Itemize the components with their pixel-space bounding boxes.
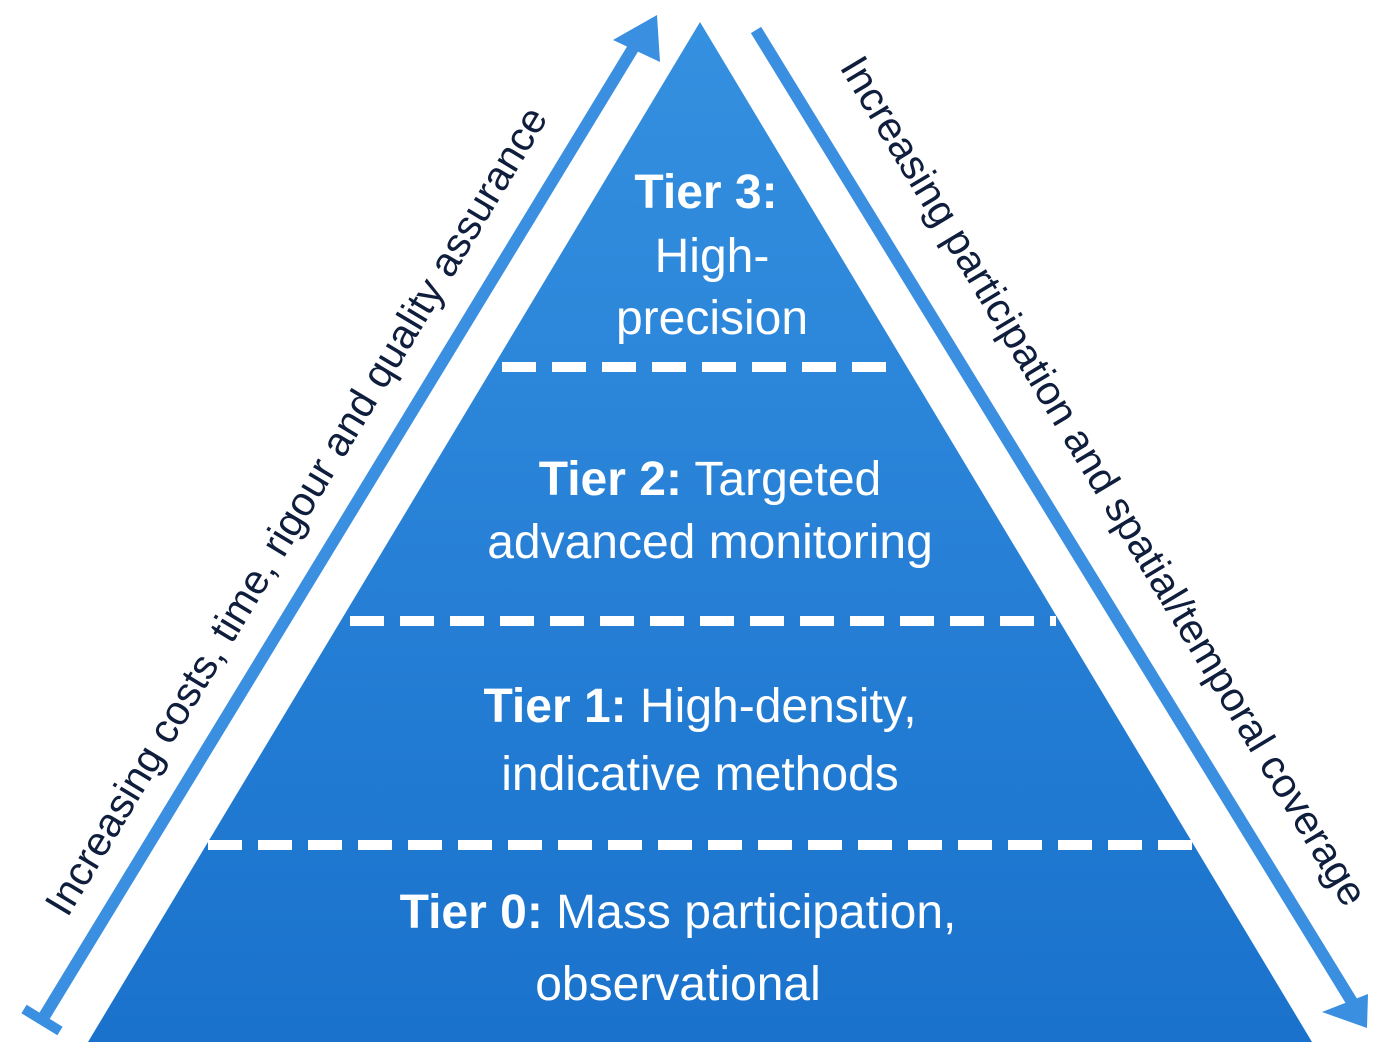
left-arrow	[21, 15, 660, 1036]
tier-3-line-2: High-	[655, 230, 770, 283]
left-arrow-shaft	[36, 41, 641, 1024]
tier-0-line-2: observational	[535, 958, 821, 1011]
tier-1: Tier 1: High-density, indicative methods	[483, 680, 916, 801]
svg-text:Tier 3:: Tier 3:	[634, 166, 777, 219]
svg-text:Tier 1: High-density,: Tier 1: High-density,	[483, 680, 916, 733]
tier-2: Tier 2: Targeted advanced monitoring	[487, 453, 933, 569]
svg-text:Tier 2: Targeted: Tier 2: Targeted	[539, 453, 881, 506]
tier-1-line-1: High-density,	[640, 680, 917, 733]
tier-3-line-3: precision	[616, 292, 808, 345]
tier-2-line-2: advanced monitoring	[487, 516, 933, 569]
tier-0: Tier 0: Mass participation, observationa…	[400, 886, 957, 1011]
tier-1-heading: Tier 1:	[483, 680, 626, 733]
left-arrow-head	[613, 15, 660, 62]
pyramid	[88, 22, 1312, 1042]
tier-1-line-2: indicative methods	[501, 748, 899, 801]
right-arrow	[750, 26, 1368, 1028]
right-arrow-head	[1322, 994, 1368, 1028]
tier-0-heading: Tier 0:	[400, 886, 543, 939]
tier-3: Tier 3: High- precision	[616, 166, 808, 345]
tier-3-heading: Tier 3:	[634, 166, 777, 219]
tier-2-line-1: Targeted	[694, 453, 881, 506]
tier-2-heading: Tier 2:	[539, 453, 682, 506]
tier-0-line-1: Mass participation,	[556, 886, 956, 939]
svg-text:Tier 0: Mass participati: Tier 0: Mass participation,	[400, 886, 957, 939]
right-arrow-shaft	[750, 26, 1358, 1006]
left-arrow-tail-bar	[21, 1004, 63, 1036]
